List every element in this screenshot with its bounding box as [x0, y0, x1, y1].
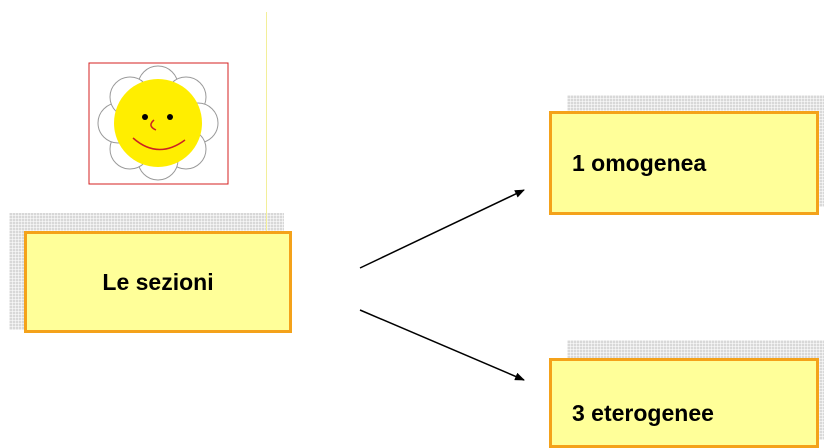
guide-line	[266, 12, 267, 332]
child-node-box-1: 1 omogenea	[549, 111, 819, 215]
child-node-box-2: 3 eterogenee	[549, 358, 819, 448]
child-node-label-1: 1 omogenea	[572, 149, 707, 176]
root-node-box: Le sezioni	[24, 231, 292, 333]
root-node-label: Le sezioni	[102, 268, 214, 295]
smiling-flower-icon	[88, 62, 229, 185]
child-node-label-2: 3 eterogenee	[572, 399, 714, 426]
arrow-to-child-1	[359, 189, 525, 269]
arrow-to-child-2	[359, 309, 525, 381]
